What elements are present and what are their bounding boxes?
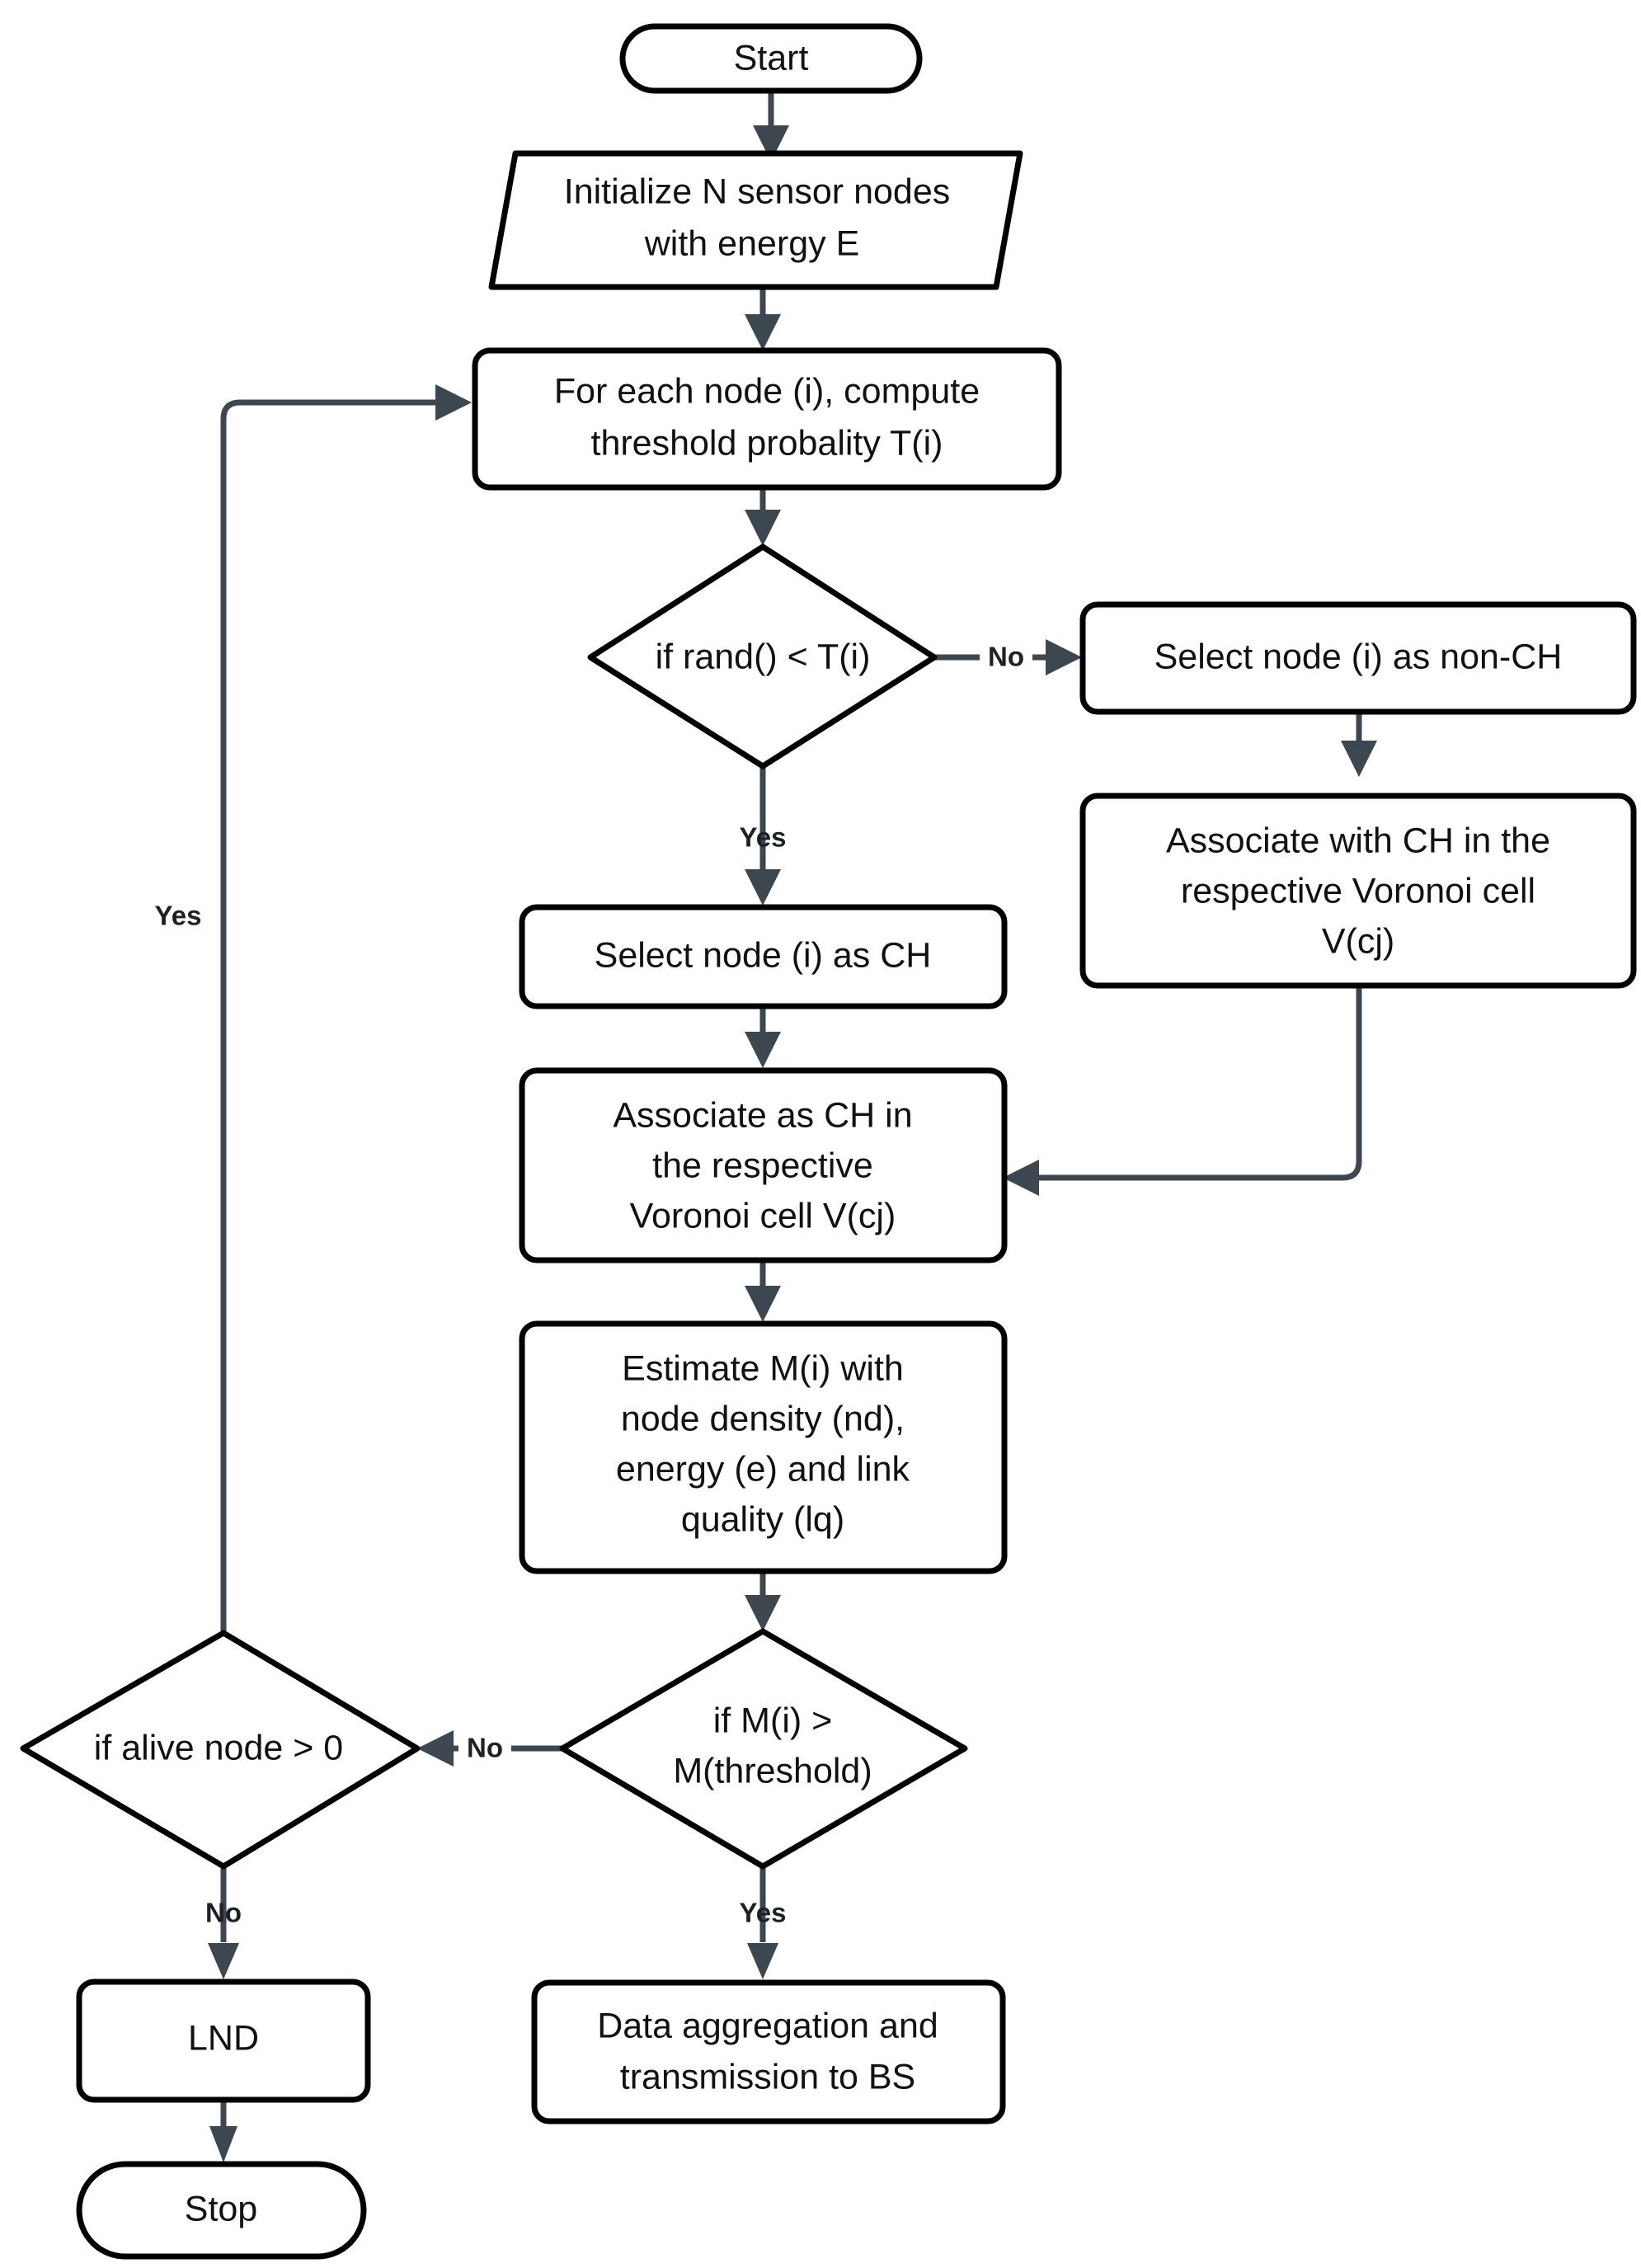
node-associate-as-ch[interactable]: Associate as CH in the respective Vorono… xyxy=(519,1067,1008,1263)
node-decision-alive-label: if alive node > 0 xyxy=(94,1728,343,1767)
edge-label-alive-yes: Yes xyxy=(155,901,202,931)
node-initialize-line1: Initialize N sensor nodes xyxy=(564,172,950,211)
node-compute-threshold-line2: threshold probality T(i) xyxy=(591,423,943,463)
node-start-label: Start xyxy=(734,38,809,78)
node-stop[interactable]: Stop xyxy=(76,2161,367,2260)
node-decision-rand-label: if rand() < T(i) xyxy=(656,637,871,676)
node-select-non-ch-label: Select node (i) as non-CH xyxy=(1154,637,1563,676)
edge-decision-m-no: No xyxy=(417,1730,562,1767)
node-data-aggregation-line2: transmission to BS xyxy=(620,2057,915,2096)
node-stop-label: Stop xyxy=(185,2189,257,2228)
edge-label-m-no: No xyxy=(467,1733,503,1763)
node-estimate-m-line1: Estimate M(i) with xyxy=(622,1348,904,1388)
edge-selectch-to-associate-as xyxy=(745,1006,781,1068)
node-estimate-m[interactable]: Estimate M(i) with node density (nd), en… xyxy=(519,1320,1008,1574)
edge-compute-to-decision-rand xyxy=(745,487,781,546)
node-associate-as-ch-line3: Voronoi cell V(cj) xyxy=(630,1196,896,1235)
node-decision-rand[interactable]: if rand() < T(i) xyxy=(587,543,938,769)
node-associate-as-ch-line1: Associate as CH in xyxy=(613,1095,912,1135)
edge-start-to-initialize xyxy=(753,91,789,162)
node-select-ch-label: Select node (i) as CH xyxy=(595,935,932,975)
edge-lnd-to-stop xyxy=(209,2099,237,2162)
node-estimate-m-line2: node density (nd), xyxy=(621,1399,905,1438)
edge-decision-alive-yes: Yes xyxy=(155,384,472,1633)
node-start[interactable]: Start xyxy=(619,23,923,94)
node-associate-with-ch-line1: Associate with CH in the xyxy=(1166,821,1550,860)
edge-associate-as-to-estimate xyxy=(745,1260,781,1322)
node-decision-m-line1: if M(i) > xyxy=(713,1701,833,1740)
node-associate-with-ch-line3: V(cj) xyxy=(1322,921,1394,961)
node-associate-with-ch[interactable]: Associate with CH in the respective Voro… xyxy=(1079,793,1637,989)
edge-initialize-to-compute xyxy=(745,289,781,351)
edge-label-rand-yes: Yes xyxy=(740,822,787,853)
edge-label-rand-no: No xyxy=(988,642,1024,672)
node-decision-m-line2: M(threshold) xyxy=(673,1751,872,1790)
node-data-aggregation[interactable]: Data aggregation and transmission to BS xyxy=(531,1979,1006,2124)
node-estimate-m-line3: energy (e) and link xyxy=(616,1449,910,1489)
node-select-non-ch[interactable]: Select node (i) as non-CH xyxy=(1079,601,1637,715)
node-estimate-m-line4: quality (lq) xyxy=(681,1499,844,1539)
edge-decision-alive-no: No xyxy=(205,1868,242,1979)
node-initialize[interactable]: Initialize N sensor nodes with energy E xyxy=(488,150,1023,290)
node-decision-alive[interactable]: if alive node > 0 xyxy=(20,1630,421,1870)
edge-estimate-to-decision-m xyxy=(745,1571,781,1631)
node-decision-m[interactable]: if M(i) > M(threshold) xyxy=(559,1628,968,1870)
edge-nonch-to-associate-with xyxy=(1341,711,1377,777)
edge-decision-rand-no: No xyxy=(934,639,1082,675)
edge-associate-with-to-associate-as xyxy=(1003,986,1362,1196)
node-lnd-label: LND xyxy=(188,2018,259,2058)
node-lnd[interactable]: LND xyxy=(76,1979,371,2103)
node-data-aggregation-line1: Data aggregation and xyxy=(597,2006,938,2045)
edge-label-alive-no: No xyxy=(205,1898,242,1928)
node-associate-with-ch-line2: respective Voronoi cell xyxy=(1181,871,1535,910)
node-initialize-line2: with energy E xyxy=(644,224,860,263)
node-select-ch[interactable]: Select node (i) as CH xyxy=(519,904,1008,1009)
edge-decision-rand-yes: Yes xyxy=(740,767,787,906)
node-compute-threshold[interactable]: For each node (i), compute threshold pro… xyxy=(472,347,1062,491)
node-associate-as-ch-line2: the respective xyxy=(652,1146,873,1185)
edge-decision-m-yes: Yes xyxy=(740,1868,787,1979)
node-compute-threshold-line1: For each node (i), compute xyxy=(554,371,980,411)
edge-label-m-yes: Yes xyxy=(740,1898,787,1928)
